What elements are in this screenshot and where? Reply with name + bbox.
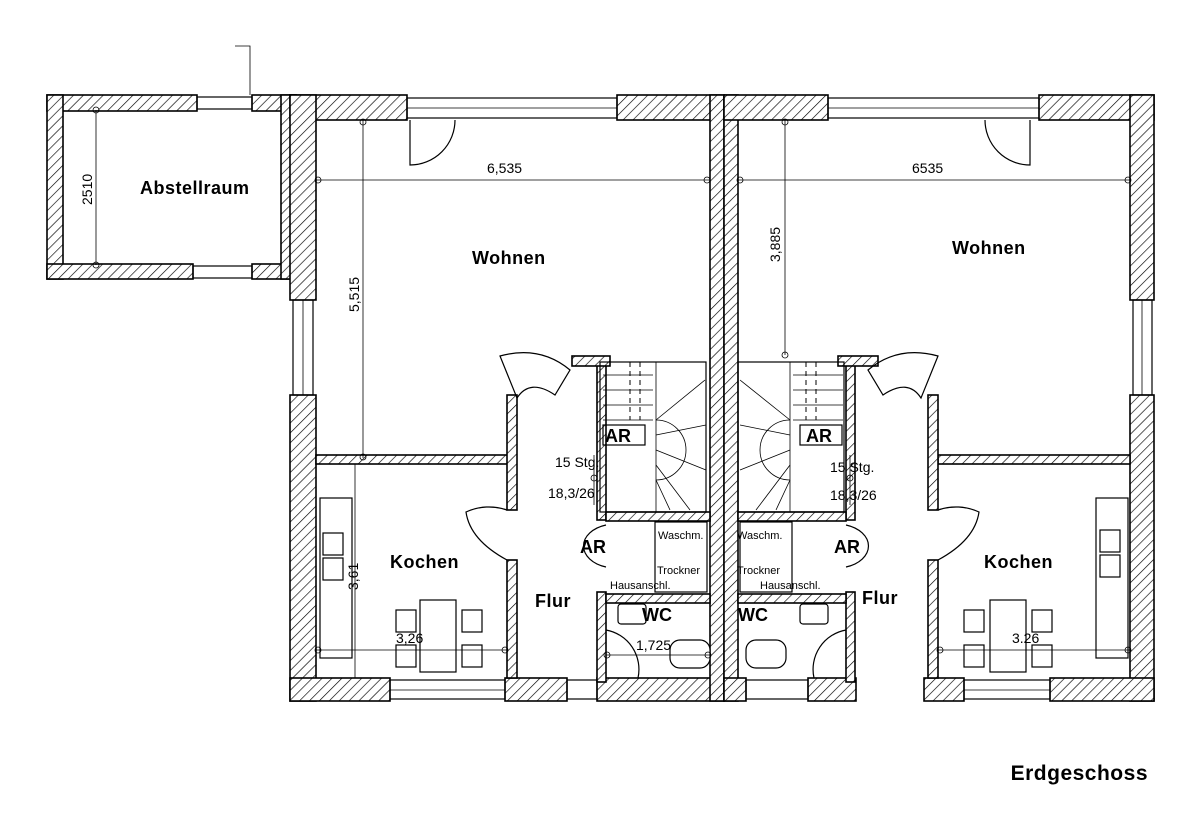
left-wc-label: WC <box>642 605 672 625</box>
labels: Abstellraum 2510 Wohnen 6,535 5,515 Koch… <box>79 160 1053 653</box>
left-kitchen-depth: 3,61 <box>345 563 361 590</box>
floor-title: Erdgeschoss <box>1010 762 1148 785</box>
left-wc-dimension: 1,725 <box>636 637 671 653</box>
right-dryer-label: Trockner <box>737 565 780 577</box>
doors <box>409 119 1031 679</box>
furniture <box>319 497 1129 673</box>
right-utility-ar: AR <box>834 537 860 557</box>
dimension-lines <box>92 45 1132 678</box>
left-utility-ar: AR <box>580 537 606 557</box>
right-house-connection-label: Hausanschl. <box>760 580 821 592</box>
stairs-right <box>737 361 845 513</box>
right-hall-label: Flur <box>862 588 898 608</box>
left-dryer-label: Trockner <box>657 565 700 577</box>
storage-label: Abstellraum <box>140 178 250 198</box>
left-stairs-steps: 15 Stg. <box>555 454 599 470</box>
left-house-connection-label: Hausanschl. <box>610 580 671 592</box>
walls <box>46 94 1155 702</box>
stairs-left <box>599 361 707 513</box>
right-washer-label: Waschm. <box>737 530 782 542</box>
right-kitchen-width: 3.26 <box>1012 630 1039 646</box>
right-living-label: Wohnen <box>952 238 1026 258</box>
right-wc-label: WC <box>738 605 768 625</box>
left-stair-ar: AR <box>605 426 631 446</box>
left-kitchen-label: Kochen <box>390 552 459 572</box>
right-stairs-steps: 15 Stg. <box>830 459 874 475</box>
left-kitchen-width: 3,26 <box>396 630 423 646</box>
right-stair-ar: AR <box>806 426 832 446</box>
left-stairs-ratio: 18,3/26 <box>548 485 595 501</box>
right-living-depth: 3,885 <box>767 227 783 262</box>
right-living-width: 6535 <box>912 160 943 176</box>
left-living-label: Wohnen <box>472 248 546 268</box>
left-living-width: 6,535 <box>487 160 522 176</box>
left-hall-label: Flur <box>535 591 571 611</box>
storage-dimension: 2510 <box>79 174 95 205</box>
right-kitchen-label: Kochen <box>984 552 1053 572</box>
right-stairs-ratio: 18,3/26 <box>830 487 877 503</box>
left-washer-label: Waschm. <box>658 530 703 542</box>
left-living-depth: 5,515 <box>346 277 362 312</box>
windows <box>192 96 1153 700</box>
